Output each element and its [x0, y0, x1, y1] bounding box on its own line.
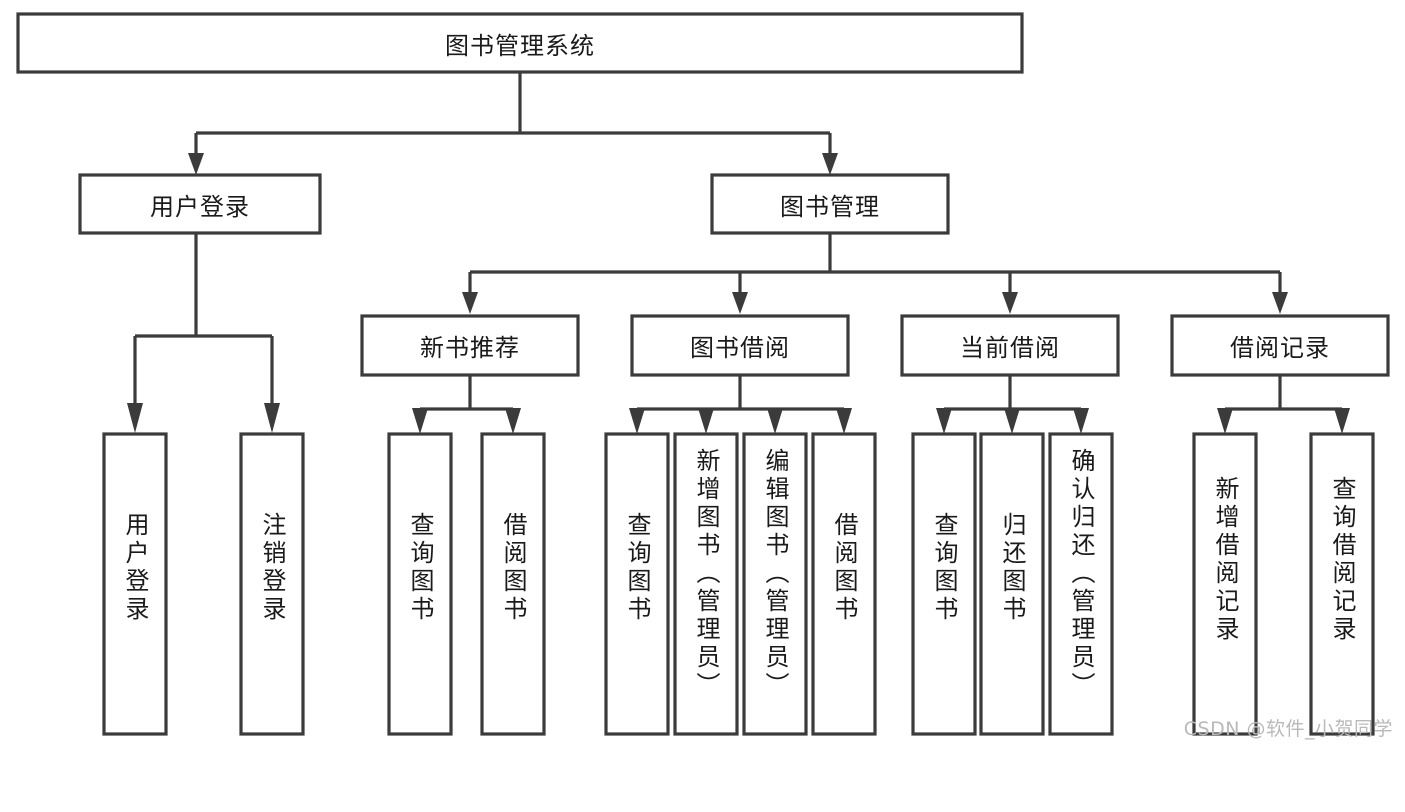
- leaf-new-book-recommend-0[interactable]: [387, 432, 453, 736]
- arrow-to-book-borrow: [732, 292, 748, 314]
- leaf-book-borrow-3[interactable]: [811, 432, 877, 736]
- arrow-currentborrow-leaf3: [1073, 408, 1089, 434]
- leaf-book-borrow-1[interactable]: [673, 432, 739, 736]
- node-borrow-record[interactable]: [1170, 314, 1390, 377]
- node-book-manage[interactable]: [710, 173, 950, 235]
- leaf-current-borrow-0[interactable]: [911, 432, 977, 736]
- arrow-root-to-user-login: [188, 153, 204, 175]
- leaf-borrow-record-1[interactable]: [1309, 432, 1375, 736]
- leaf-borrow-record-0[interactable]: [1192, 432, 1258, 736]
- arrow-bookborrow-leaf2: [698, 408, 714, 434]
- arrow-userlogin-leaf1: [127, 403, 143, 433]
- arrow-newbook-leaf2: [505, 408, 521, 434]
- arrow-currentborrow-leaf2: [1004, 408, 1020, 434]
- node-new-book-recommend[interactable]: [360, 314, 580, 377]
- leaf-book-borrow-0[interactable]: [604, 432, 670, 736]
- arrow-to-current-borrow: [1002, 292, 1018, 314]
- watermark-text: CSDN @软件_小贺同学: [1183, 718, 1393, 740]
- node-layer: [16, 12, 1390, 736]
- arrow-borrowrecord-leaf2: [1334, 408, 1350, 434]
- leaf-user-login-1[interactable]: [239, 432, 305, 736]
- leaf-current-borrow-1[interactable]: [979, 432, 1045, 736]
- leaf-current-borrow-2[interactable]: [1048, 432, 1114, 736]
- arrow-to-new-book-recommend: [462, 292, 478, 314]
- arrow-newbook-leaf1: [412, 408, 428, 434]
- arrow-bookborrow-leaf4: [836, 408, 852, 434]
- arrow-to-borrow-record: [1272, 292, 1288, 314]
- flowchart-svg: [16, 12, 1390, 736]
- node-user-login[interactable]: [78, 173, 322, 235]
- node-root-system[interactable]: [16, 12, 1024, 74]
- arrow-bookborrow-leaf3: [767, 408, 783, 434]
- leaf-book-borrow-2[interactable]: [742, 432, 808, 736]
- arrow-bookborrow-leaf1: [629, 408, 645, 434]
- arrow-root-to-book-manage: [822, 153, 838, 175]
- connector-layer: [127, 72, 1350, 434]
- flowchart-canvas: 图书管理系统 用户登录 图书管理 新书推荐 图书借阅 当前借阅 借阅记录 用户登…: [16, 12, 1393, 740]
- leaf-user-login-0[interactable]: [102, 432, 168, 736]
- arrow-currentborrow-leaf1: [936, 408, 952, 434]
- leaf-new-book-recommend-1[interactable]: [480, 432, 546, 736]
- arrow-userlogin-leaf2: [264, 403, 280, 433]
- arrow-borrowrecord-leaf1: [1217, 408, 1233, 434]
- node-book-borrow[interactable]: [630, 314, 850, 377]
- node-current-borrow[interactable]: [900, 314, 1120, 377]
